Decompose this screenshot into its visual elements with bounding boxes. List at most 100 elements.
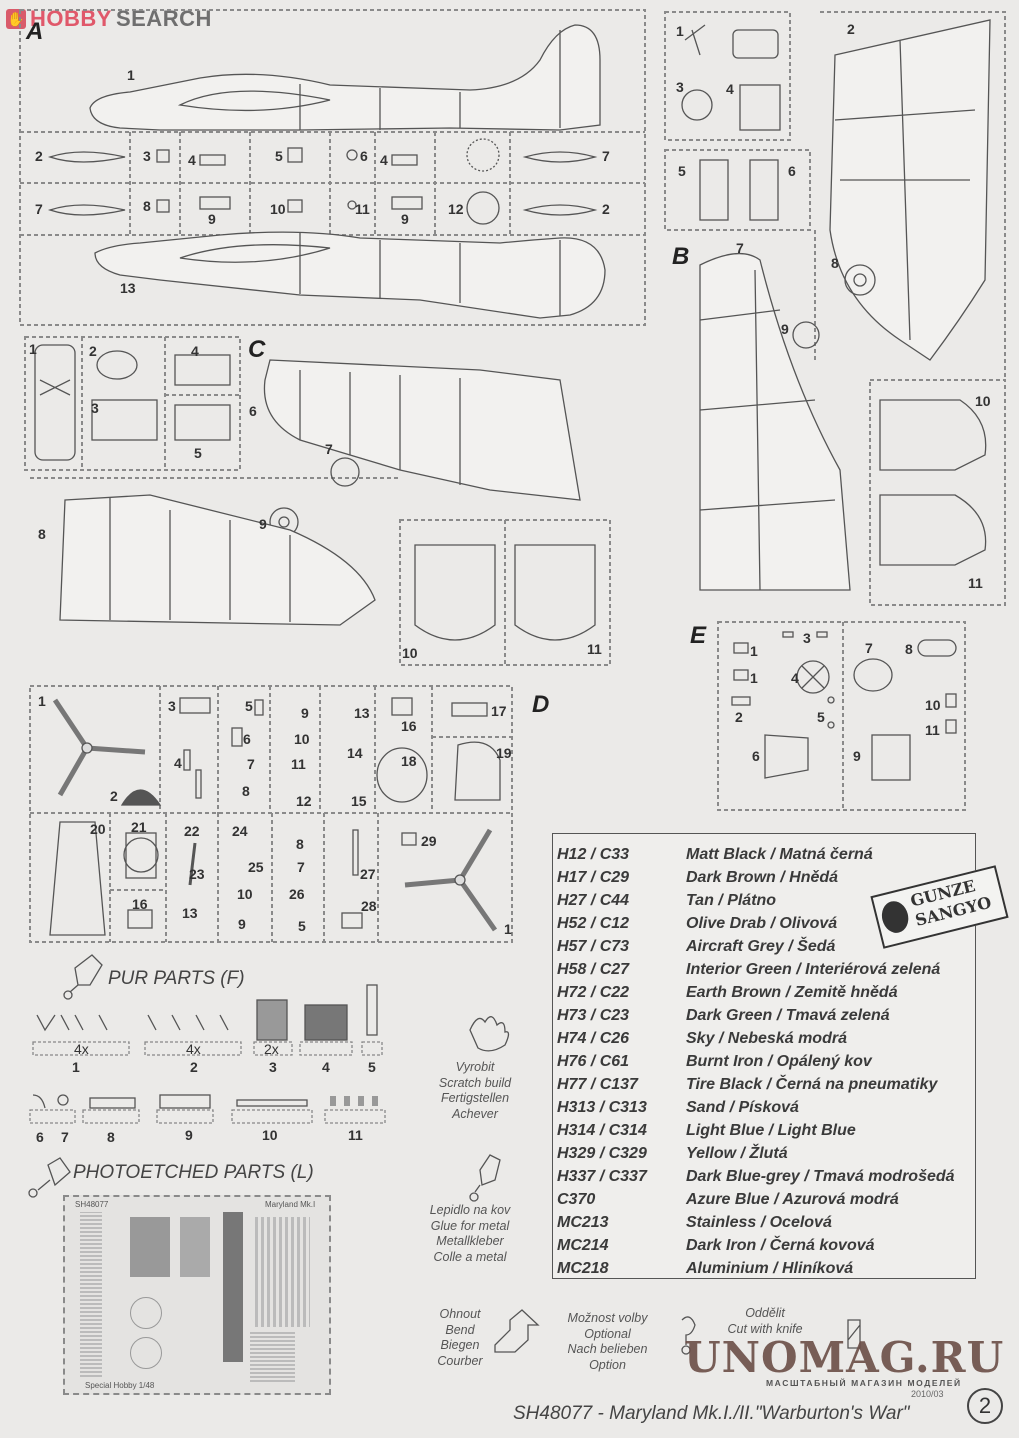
part-number: 8 <box>242 783 250 799</box>
color-code: H314 / C314 <box>557 1122 647 1139</box>
fret-strip <box>80 1212 102 1377</box>
color-code: H313 / C313 <box>557 1099 647 1116</box>
part-number: 9 <box>208 211 216 227</box>
part-number: 4 <box>174 755 182 771</box>
sprue-b-frame <box>664 11 1006 606</box>
color-name: Matt Black / Matná černá <box>686 846 873 863</box>
legend-text: Option <box>589 1357 626 1372</box>
fret-panel <box>223 1212 243 1362</box>
part-number: 2 <box>847 21 855 37</box>
propeller-drawing <box>52 698 146 797</box>
part-number: 6 <box>243 731 251 747</box>
color-name: Earth Brown / Zemitě hnědá <box>686 984 898 1001</box>
color-name: Azure Blue / Azurová modrá <box>686 1191 899 1208</box>
part-number: 12 <box>448 201 464 217</box>
legend-text: Možnost volby <box>567 1311 648 1325</box>
part-number: 7 <box>297 859 305 875</box>
part-number: 5 <box>194 445 202 461</box>
part-number: 5 <box>245 698 253 714</box>
part-number: 16 <box>401 718 417 734</box>
part-number: 10 <box>237 886 253 902</box>
part-number: 7 <box>602 148 610 164</box>
part-number: 3 <box>676 79 684 95</box>
part-number: 4 <box>322 1059 330 1075</box>
sprue-d-parts <box>49 697 501 936</box>
part-number: 3 <box>91 400 99 416</box>
legend-text: Optional <box>584 1326 631 1341</box>
color-code: H77 / C137 <box>557 1076 638 1093</box>
color-code: H73 / C23 <box>557 1007 630 1024</box>
color-code: H74 / C26 <box>557 1030 630 1047</box>
part-number: 1 <box>676 23 684 39</box>
sprue-d-letter: D <box>532 691 550 718</box>
part-number: 9 <box>185 1127 193 1143</box>
part-number: 3 <box>269 1059 277 1075</box>
part-number: 3 <box>168 698 176 714</box>
part-number: 9 <box>301 705 309 721</box>
part-number: 2 <box>89 343 97 359</box>
fret-panel <box>250 1332 295 1382</box>
sprue-b-parts <box>681 19 991 591</box>
legend-text: Glue for metal <box>430 1218 510 1233</box>
color-code: MC218 <box>557 1260 609 1277</box>
part-number: 24 <box>232 823 248 839</box>
part-number: 8 <box>107 1129 115 1145</box>
color-code: H329 / C329 <box>557 1145 647 1162</box>
part-number: 8 <box>905 641 913 657</box>
color-code: H337 / C337 <box>557 1168 647 1185</box>
part-number: 11 <box>968 575 983 591</box>
scratch-build-hand-icon <box>469 1016 510 1052</box>
part-number: 7 <box>736 240 744 256</box>
part-number: 15 <box>351 793 367 809</box>
color-name: Tan / Plátno <box>686 892 777 909</box>
part-number: 1 <box>504 921 512 937</box>
small-parts-a <box>47 138 598 225</box>
fret-disc <box>130 1337 162 1369</box>
bend-arrow-icon <box>494 1309 540 1353</box>
color-name: Aluminium / Hliníková <box>686 1260 854 1277</box>
part-number: 23 <box>189 866 205 882</box>
fret-panel <box>130 1217 170 1277</box>
legend-text: Biegen <box>440 1338 480 1352</box>
color-code: H17 / C29 <box>557 869 630 886</box>
part-number: 4 <box>191 343 199 359</box>
color-name: Dark Green / Tmavá zelená <box>686 1007 890 1024</box>
part-number: 2 <box>602 201 610 217</box>
part-number: 7 <box>61 1129 69 1145</box>
part-number: 19 <box>496 745 512 761</box>
part-number: 27 <box>360 866 376 882</box>
color-name: Tire Black / Černá na pneumatiky <box>686 1076 938 1093</box>
part-number: 5 <box>368 1059 376 1075</box>
color-name: Dark Iron / Černá kovová <box>686 1237 875 1254</box>
part-number: 13 <box>354 705 370 721</box>
color-name: Interior Green / Interiérová zelená <box>686 961 941 978</box>
part-number: 9 <box>259 516 267 532</box>
part-number: 17 <box>491 703 507 719</box>
legend-text: Ohnout <box>439 1307 481 1321</box>
part-number: 1 <box>750 643 758 659</box>
part-number: 29 <box>421 833 437 849</box>
sprue-a-frame <box>19 9 646 326</box>
quantity-label: 2x <box>264 1041 279 1057</box>
glue-drop-icon <box>63 954 103 1000</box>
color-code: H27 / C44 <box>557 892 630 909</box>
part-number: 10 <box>270 201 286 217</box>
part-number: 11 <box>291 756 306 772</box>
part-number: 1 <box>127 67 135 83</box>
fret-name: Maryland Mk.I <box>265 1200 316 1209</box>
fuselage-half-top <box>89 24 601 131</box>
part-number: 9 <box>853 748 861 764</box>
part-number: 5 <box>678 163 686 179</box>
photoetched-fret: SH48077 Maryland Mk.I Special Hobby 1/48 <box>63 1195 331 1395</box>
color-code: H72 / C22 <box>557 984 630 1001</box>
sprue-c-parts <box>34 344 596 641</box>
legend-text: Metallkleber <box>436 1234 504 1248</box>
fuselage-half-bottom <box>94 231 606 319</box>
sprue-c-letter: C <box>248 336 266 363</box>
part-number: 3 <box>143 148 151 164</box>
part-number: 4 <box>791 670 799 686</box>
pur-parts-drawings <box>29 984 386 1124</box>
